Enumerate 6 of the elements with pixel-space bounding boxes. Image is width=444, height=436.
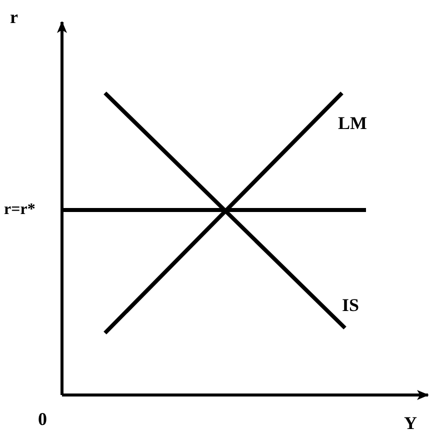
axis-label: Y bbox=[404, 414, 417, 432]
origin-label: 0 bbox=[38, 410, 47, 428]
axis-label: r bbox=[10, 8, 18, 26]
axis-label: r=r* bbox=[4, 202, 36, 218]
curve-label: IS bbox=[342, 296, 360, 314]
curve-label: LM bbox=[338, 114, 367, 132]
